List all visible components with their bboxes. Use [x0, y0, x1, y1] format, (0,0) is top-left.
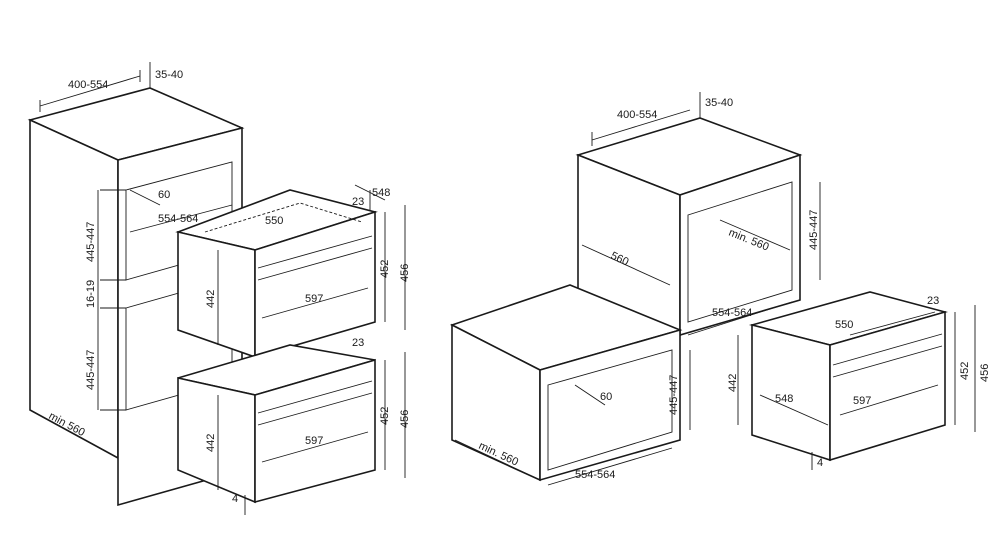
right-oven — [748, 291, 948, 462]
label-upper-body-height: 442 — [205, 290, 217, 308]
label-body-width: 550 — [835, 319, 853, 331]
label-lower-front-width: 597 — [305, 435, 323, 447]
label-lower-niche-height: 445-447 — [85, 350, 97, 390]
label-back-gap: 35-40 — [705, 97, 733, 109]
label-upper-niche-height: 445-447 — [808, 210, 820, 250]
right-upper-cabinet — [575, 117, 803, 337]
label-bottom-gap: 4 — [817, 457, 823, 469]
label-total-height: 456 — [979, 364, 990, 382]
label-cabinet-width: 400-554 — [617, 109, 657, 121]
label-lower-niche-width: 554-564 — [575, 469, 615, 481]
label-front-offset-top: 23 — [352, 196, 364, 208]
label-cabinet-width: 400-554 — [68, 79, 108, 91]
label-front-width: 597 — [853, 395, 871, 407]
label-body-height: 442 — [727, 374, 739, 392]
right-lower-cabinet — [449, 284, 683, 482]
left-upper-oven — [175, 189, 378, 359]
label-lower-total-height: 456 — [399, 410, 411, 428]
label-back-gap: 35-40 — [155, 69, 183, 81]
label-shelf-thickness: 16-19 — [85, 280, 97, 308]
label-front-offset-bottom: 23 — [352, 337, 364, 349]
label-bottom-gap: 4 — [232, 493, 238, 505]
label-body-width: 550 — [265, 215, 283, 227]
label-lower-front-height: 452 — [379, 407, 391, 425]
left-dimension-lines — [29, 62, 406, 515]
label-upper-front-width: 597 — [305, 293, 323, 305]
label-vent-depth: 60 — [158, 189, 170, 201]
label-front-offset: 23 — [927, 295, 939, 307]
label-niche-width: 554-564 — [158, 213, 198, 225]
label-upper-front-height: 452 — [379, 260, 391, 278]
label-oven-depth: 548 — [372, 187, 390, 199]
label-upper-niche-height: 445-447 — [85, 222, 97, 262]
label-upper-total-height: 456 — [399, 264, 411, 282]
label-lower-body-height: 442 — [205, 434, 217, 452]
right-dimension-lines — [454, 92, 976, 486]
label-vent-depth: 60 — [600, 391, 612, 403]
label-front-height: 452 — [959, 362, 971, 380]
left-lower-oven — [177, 344, 376, 504]
label-lower-niche-height: 445-447 — [668, 375, 680, 415]
label-upper-niche-width: 554-564 — [712, 307, 752, 319]
label-oven-depth: 548 — [775, 393, 793, 405]
